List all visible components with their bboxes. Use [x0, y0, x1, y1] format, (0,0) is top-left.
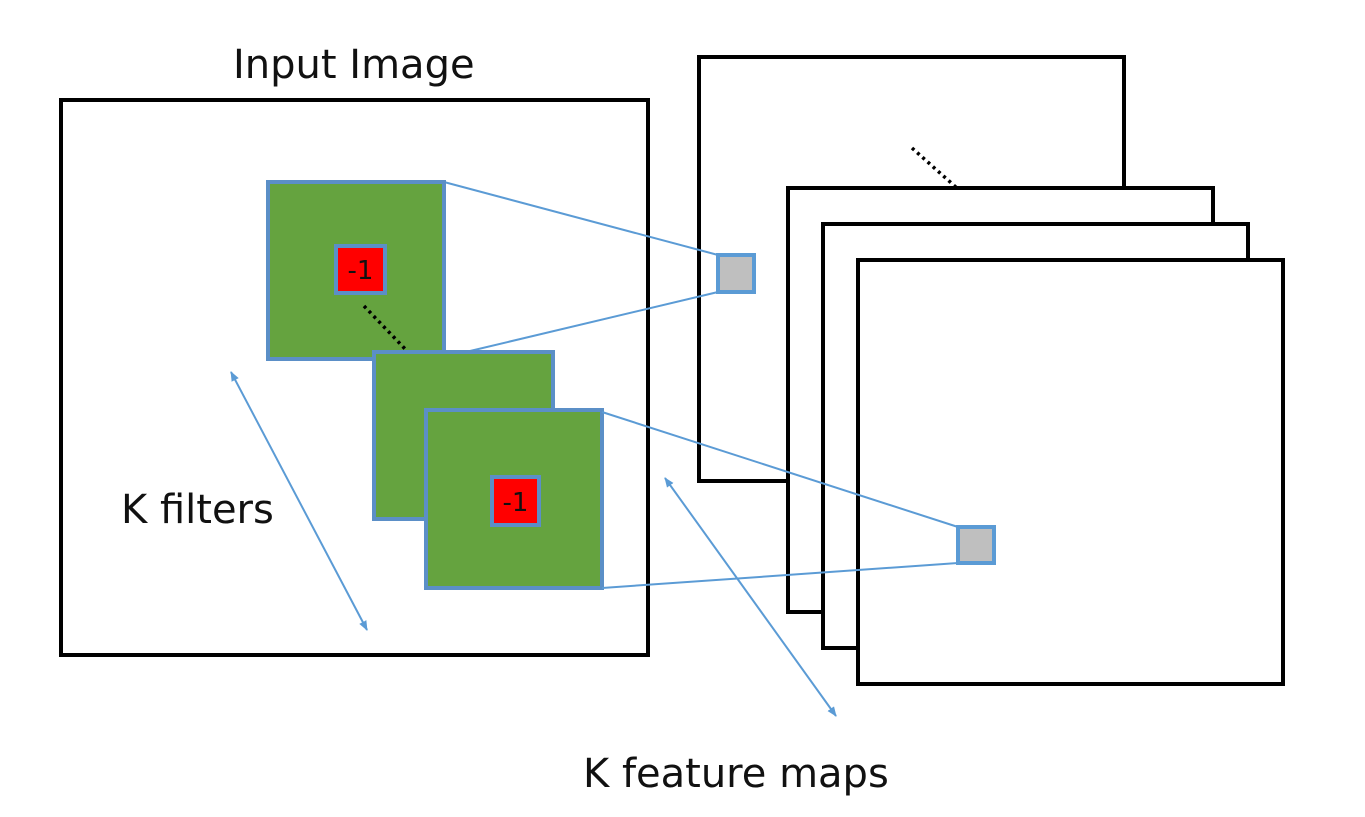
k-filters-arrow — [230, 371, 368, 631]
k-filters-label: K filters — [121, 487, 274, 533]
filter-front-cell — [490, 475, 541, 527]
output-cell-top — [716, 253, 756, 294]
filter-front-cell-value: -1 — [503, 488, 529, 518]
input-image-label: Input Image — [233, 42, 475, 88]
feature-maps-ellipsis — [910, 146, 988, 216]
connector-line — [469, 291, 719, 352]
k-feature-maps-arrow — [664, 477, 837, 717]
output-cell-bottom — [956, 525, 996, 565]
connector-line — [443, 181, 719, 256]
filter-top-cell-value: -1 — [348, 256, 374, 286]
filter-top-cell — [334, 244, 387, 295]
k-feature-maps-label: K feature maps — [583, 751, 889, 797]
feature-map-4 — [856, 258, 1285, 686]
connector-line — [601, 411, 959, 528]
